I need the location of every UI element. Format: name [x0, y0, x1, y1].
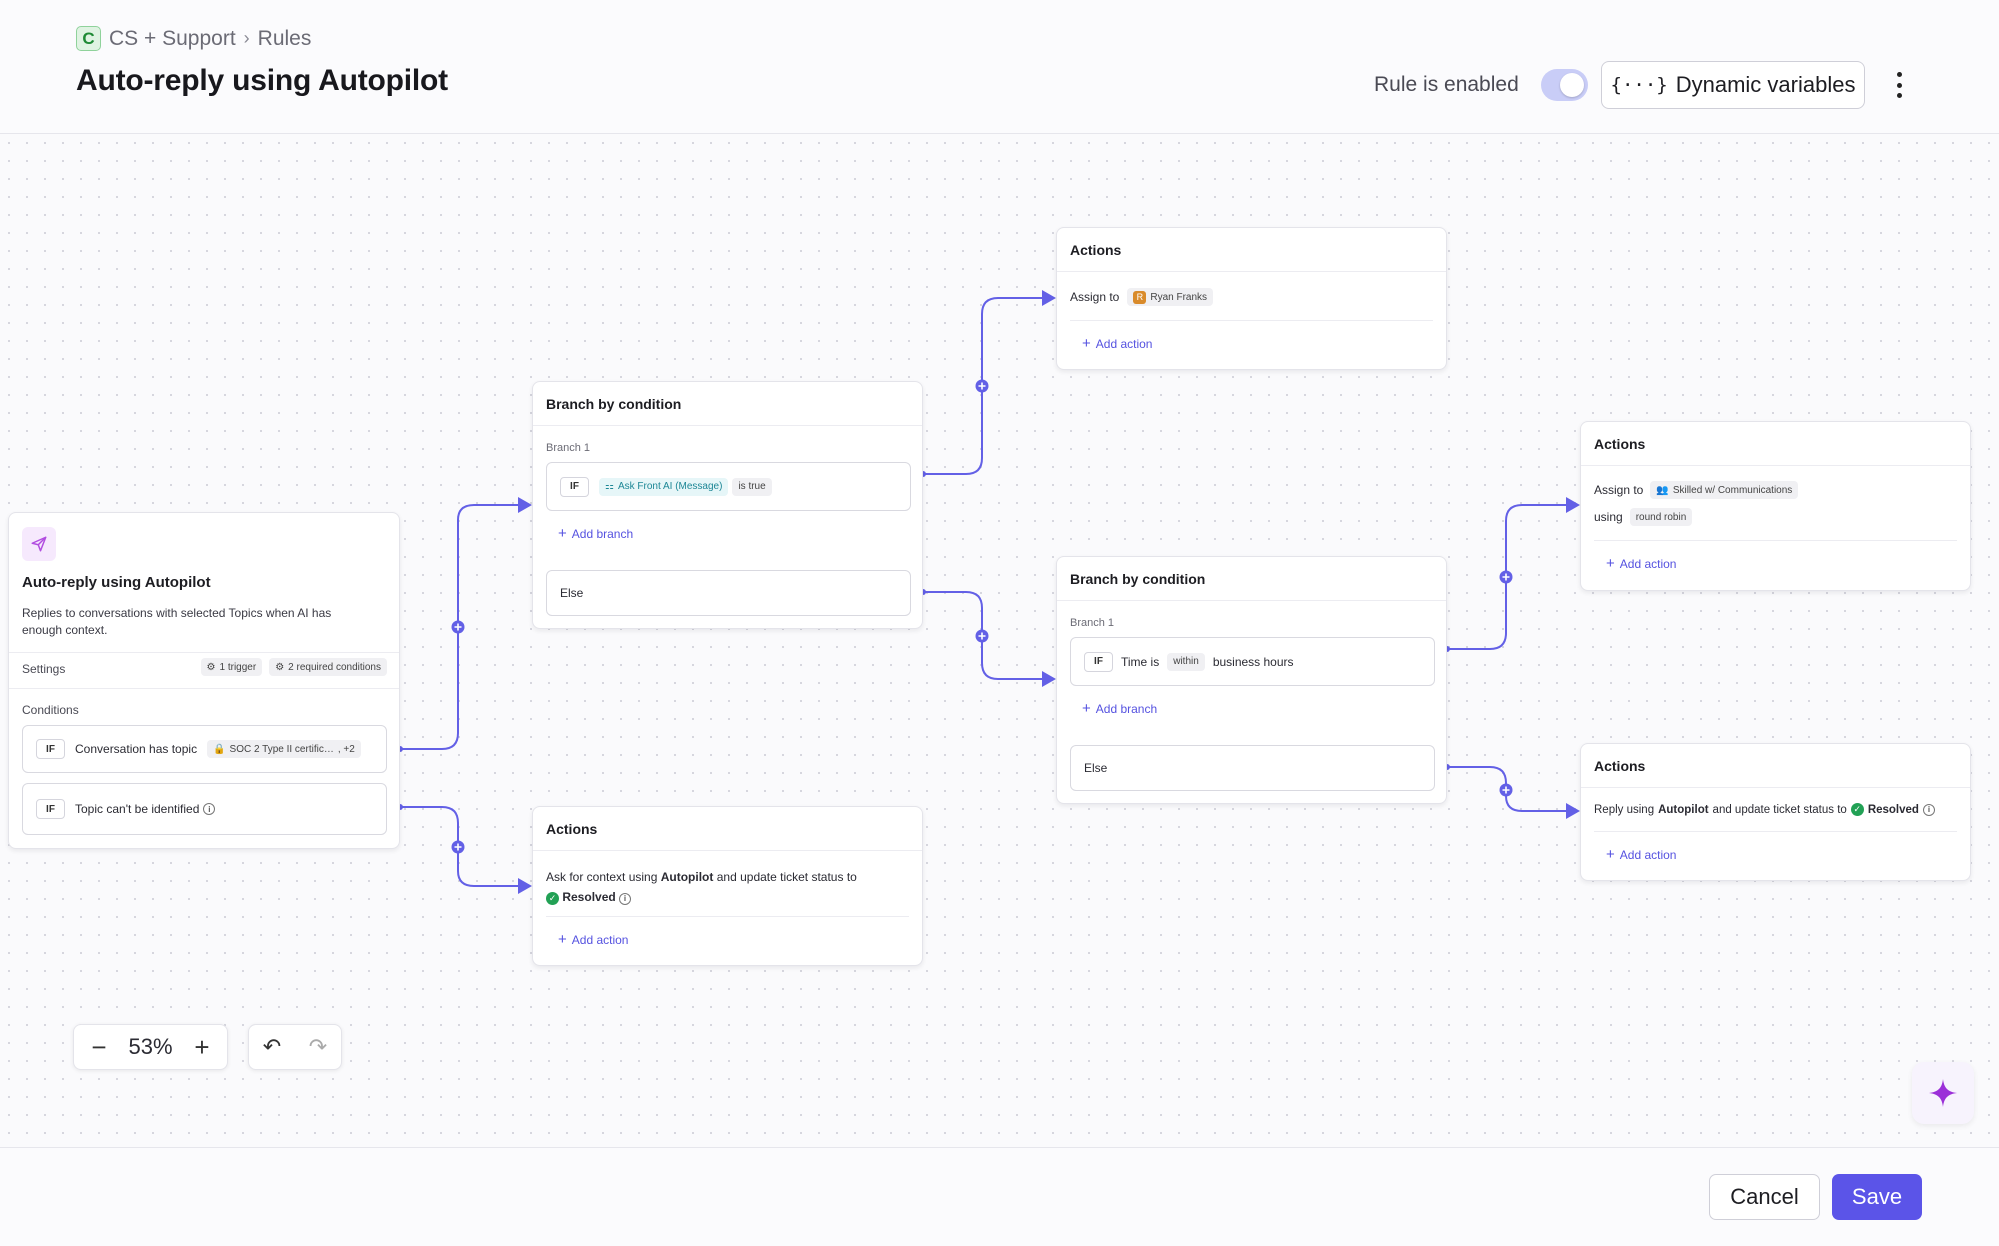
add-action-button[interactable]: +Add action [558, 931, 629, 948]
operator-chip[interactable]: is true [732, 477, 772, 496]
breadcrumb-rules[interactable]: Rules [257, 26, 312, 50]
info-icon[interactable]: i [1922, 803, 1935, 816]
redo-icon[interactable]: ↷ [308, 1034, 328, 1059]
rule-enabled-toggle[interactable] [1541, 69, 1588, 101]
conditions-count-badge: ⚙2 required conditions [269, 658, 387, 676]
actions-card-assign-team[interactable]: Actions Assign to 👥Skilled w/ Communicat… [1580, 421, 1971, 591]
actions-title: Actions [1594, 758, 1646, 774]
branch-2-condition[interactable]: IF Time is within business hours [1070, 637, 1435, 686]
page-title: Auto-reply using Autopilot [76, 64, 448, 97]
add-branch-button[interactable]: +Add branch [1082, 700, 1158, 717]
dynamic-variables-button[interactable]: {···} Dynamic variables [1601, 61, 1865, 109]
paper-plane-icon [22, 527, 56, 561]
gear-icon: ⚙ [206, 661, 216, 673]
else-row[interactable]: Else [1070, 745, 1435, 791]
toggle-knob [1560, 73, 1584, 97]
info-icon[interactable]: i [203, 803, 216, 815]
zoom-in-button[interactable]: + [194, 1031, 210, 1062]
trigger-count-badge: ⚙1 trigger [200, 658, 263, 676]
more-options-icon[interactable] [1888, 66, 1910, 104]
condition-text: Conversation has topic [75, 742, 198, 756]
plus-icon: + [558, 931, 567, 948]
gear-icon: ⚙ [275, 661, 285, 673]
branch-label: Branch 1 [1070, 617, 1115, 629]
zoom-out-button[interactable]: − [91, 1031, 107, 1062]
zoom-controls: − 53% + [73, 1024, 228, 1070]
action-description[interactable]: Ask for context using Autopilot and upda… [546, 870, 857, 905]
if-tag: IF [36, 739, 65, 759]
branch-label: Branch 1 [546, 442, 591, 454]
condition-text: Topic can't be identified [75, 802, 200, 816]
settings-summary[interactable]: ⚙1 trigger ⚙2 required conditions [200, 658, 387, 676]
avatar: R [1133, 290, 1147, 304]
breadcrumb: C CS + Support › Rules [76, 26, 311, 51]
plus-icon: + [558, 525, 567, 542]
settings-label: Settings [22, 662, 66, 676]
ai-assistant-button[interactable] [1912, 1062, 1974, 1124]
add-action-button[interactable]: +Add action [1606, 846, 1677, 863]
cancel-button[interactable]: Cancel [1709, 1174, 1820, 1220]
branch-title: Branch by condition [546, 396, 682, 412]
zoom-level: 53% [128, 1034, 173, 1059]
braces-icon: {···} [1610, 74, 1668, 96]
branch-card-2[interactable]: Branch by condition Branch 1 IF Time is … [1056, 556, 1447, 804]
if-tag: IF [1084, 651, 1113, 672]
actions-card-ask-context[interactable]: Actions Ask for context using Autopilot … [532, 806, 923, 966]
topic-chip[interactable]: 🔒SOC 2 Type II certific…, +2 [207, 740, 361, 758]
operator-chip[interactable]: within [1167, 652, 1205, 671]
actions-title: Actions [546, 821, 598, 837]
lock-icon: 🔒 [213, 743, 226, 755]
actions-card-reply-autopilot[interactable]: Actions Reply using Autopilot and update… [1580, 743, 1971, 881]
page-header: C CS + Support › Rules Auto-reply using … [0, 0, 1999, 134]
ai-icon: ⚏ [605, 481, 614, 492]
sparkle-icon [1929, 1079, 1957, 1107]
assign-row[interactable]: Assign to 👥Skilled w/ Communications [1594, 481, 1799, 499]
if-tag: IF [36, 799, 65, 819]
info-icon[interactable]: i [619, 893, 632, 905]
save-button[interactable]: Save [1832, 1174, 1922, 1220]
breadcrumb-workspace[interactable]: CS + Support [109, 26, 236, 50]
branch-1-condition[interactable]: IF ⚏Ask Front AI (Message) is true [546, 462, 911, 511]
team-icon: 👥 [1656, 484, 1669, 496]
actions-title: Actions [1070, 242, 1122, 258]
workspace-badge: C [76, 26, 101, 51]
dynamic-variables-label: Dynamic variables [1675, 72, 1856, 97]
method-chip[interactable]: round robin [1629, 508, 1693, 526]
if-tag: IF [560, 476, 589, 497]
plus-icon: + [1606, 846, 1615, 863]
chevron-right-icon: › [243, 28, 250, 48]
team-chip[interactable]: 👥Skilled w/ Communications [1650, 481, 1799, 499]
else-row[interactable]: Else [546, 570, 911, 616]
undo-icon[interactable]: ↶ [262, 1034, 282, 1059]
check-circle-icon: ✓ [546, 891, 559, 905]
add-action-button[interactable]: +Add action [1082, 335, 1153, 352]
action-description[interactable]: Reply using Autopilot and update ticket … [1594, 803, 1964, 816]
page-footer: Cancel Save [0, 1147, 1999, 1246]
plus-icon: + [1082, 335, 1091, 352]
condition-topic-unidentified[interactable]: IF Topic can't be identified i [22, 783, 387, 835]
plus-icon: + [1082, 700, 1091, 717]
condition-has-topic[interactable]: IF Conversation has topic 🔒SOC 2 Type II… [22, 725, 387, 773]
add-branch-button[interactable]: +Add branch [558, 525, 634, 542]
branch-card-1[interactable]: Branch by condition Branch 1 IF ⚏Ask Fro… [532, 381, 923, 629]
actions-title: Actions [1594, 436, 1646, 452]
using-row[interactable]: using round robin [1594, 508, 1693, 526]
rule-enabled-label: Rule is enabled [1374, 73, 1519, 96]
trigger-card[interactable]: Auto-reply using Autopilot Replies to co… [8, 512, 400, 849]
ai-chip[interactable]: ⚏Ask Front AI (Message) [599, 477, 729, 496]
check-circle-icon: ✓ [1850, 803, 1864, 816]
trigger-title: Auto-reply using Autopilot [22, 574, 211, 591]
trigger-description: Replies to conversations with selected T… [22, 606, 332, 637]
add-action-button[interactable]: +Add action [1606, 555, 1677, 572]
history-controls: ↶ ↷ [248, 1024, 342, 1070]
branch-title: Branch by condition [1070, 571, 1206, 587]
conditions-label: Conditions [22, 703, 79, 717]
plus-icon: + [1606, 555, 1615, 572]
